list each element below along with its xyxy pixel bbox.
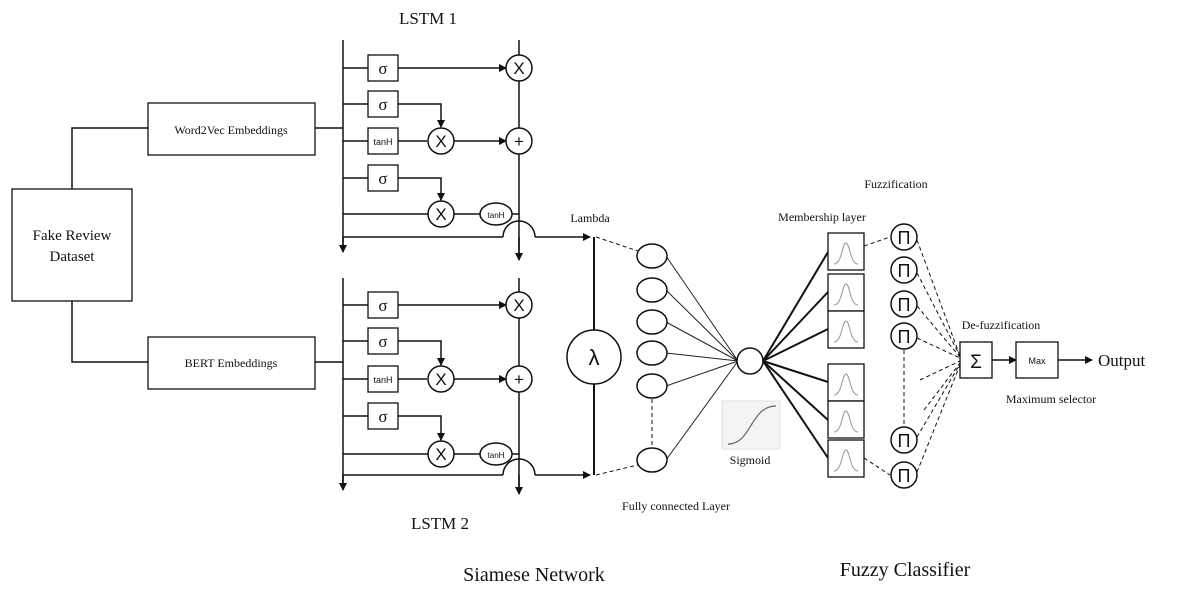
word2vec-block: Word2Vec Embeddings bbox=[147, 102, 316, 156]
svg-text:σ: σ bbox=[378, 59, 387, 78]
dataset-to-bert-line bbox=[71, 301, 148, 363]
lstm1-forget-multiply bbox=[505, 54, 533, 82]
dataset-to-word2vec-line bbox=[71, 127, 148, 189]
membership-function-box bbox=[827, 310, 865, 349]
svg-text:Π: Π bbox=[898, 466, 911, 486]
fully-connected-layer bbox=[636, 243, 764, 473]
siamese-network-title: Siamese Network bbox=[463, 564, 605, 586]
svg-text:tanH: tanH bbox=[488, 451, 505, 460]
svg-text:tanH: tanH bbox=[488, 211, 505, 220]
membership-function-box bbox=[827, 439, 865, 478]
bert-label: BERT Embeddings bbox=[185, 356, 278, 370]
svg-text:Π: Π bbox=[898, 228, 911, 248]
svg-text:X: X bbox=[435, 205, 446, 224]
bell-curve-icon bbox=[833, 283, 859, 306]
svg-text:σ: σ bbox=[378, 407, 387, 426]
fc-neuron bbox=[636, 309, 668, 335]
word2vec-label: Word2Vec Embeddings bbox=[174, 123, 288, 137]
product-node bbox=[890, 223, 918, 251]
svg-text:Π: Π bbox=[898, 431, 911, 451]
product-node bbox=[890, 290, 918, 318]
lstm2-input-gate-sigma bbox=[367, 327, 399, 355]
svg-text:X: X bbox=[435, 132, 446, 151]
dataset-label-line2: Dataset bbox=[50, 249, 96, 265]
lstm1-cell: σ σ tanH σ X X + X tanH bbox=[339, 40, 560, 261]
fc-neuron bbox=[636, 447, 668, 473]
svg-text:+: + bbox=[514, 132, 524, 151]
sigmoid-curve-icon bbox=[727, 405, 777, 445]
output-label: Output bbox=[1098, 351, 1146, 370]
svg-text:σ: σ bbox=[378, 169, 387, 188]
membership-layer bbox=[762, 232, 865, 478]
svg-text:X: X bbox=[513, 296, 524, 315]
svg-text:tanH: tanH bbox=[373, 375, 392, 385]
dataset-block: Fake Review Dataset bbox=[11, 188, 133, 302]
lstm1-output-gate-sigma bbox=[367, 164, 399, 192]
sigmoid-block bbox=[721, 400, 781, 450]
maximum-selector-label: Maximum selector bbox=[1006, 392, 1096, 406]
dataset-label-line1: Fake Review bbox=[33, 228, 112, 244]
bert-block: BERT Embeddings bbox=[147, 336, 316, 390]
svg-text:σ: σ bbox=[378, 332, 387, 351]
lambda-label: Lambda bbox=[570, 211, 610, 225]
fuzzification-label: Fuzzification bbox=[864, 177, 927, 191]
sum-node bbox=[959, 341, 993, 379]
dataset-box bbox=[11, 188, 133, 302]
bert-box bbox=[147, 336, 316, 390]
bell-curve-icon bbox=[833, 373, 859, 396]
svg-text:+: + bbox=[514, 370, 524, 389]
defuzzification-label: De-fuzzification bbox=[962, 318, 1041, 332]
membership-to-rule-links bbox=[863, 236, 891, 476]
product-node bbox=[890, 461, 918, 489]
sigmoid-label: Sigmoid bbox=[730, 453, 771, 467]
bell-curve-icon bbox=[833, 449, 859, 472]
svg-text:X: X bbox=[513, 59, 524, 78]
lstm2-add bbox=[505, 365, 533, 393]
bell-curve-icon bbox=[833, 320, 859, 343]
lstm2-forget-multiply bbox=[505, 291, 533, 319]
lstm2-title: LSTM 2 bbox=[411, 514, 469, 533]
bell-curve-icon bbox=[833, 410, 859, 433]
svg-text:σ: σ bbox=[378, 95, 387, 114]
rule-layer: Π Π Π Π Π Π bbox=[890, 223, 918, 489]
lstm1-title: LSTM 1 bbox=[399, 9, 457, 28]
fc-neuron bbox=[636, 277, 668, 303]
svg-text:X: X bbox=[435, 370, 446, 389]
product-node bbox=[890, 426, 918, 454]
lstm1-add bbox=[505, 127, 533, 155]
fc-output-neuron bbox=[736, 347, 764, 375]
product-node bbox=[890, 256, 918, 284]
lstm2-hop-arc bbox=[502, 458, 536, 476]
svg-text:Π: Π bbox=[898, 327, 911, 347]
fc-neuron bbox=[636, 373, 668, 399]
lstm2-output-gate-sigma bbox=[367, 402, 399, 430]
lstm1-hop-arc bbox=[502, 220, 536, 238]
lambda-symbol: λ bbox=[589, 345, 600, 370]
membership-function-box bbox=[827, 400, 865, 439]
fc-neuron bbox=[636, 243, 668, 269]
membership-layer-label: Membership layer bbox=[778, 210, 866, 224]
lstm2-forget-gate-sigma bbox=[367, 291, 399, 319]
membership-function-box bbox=[827, 273, 865, 312]
word2vec-box bbox=[147, 102, 316, 156]
fully-connected-label: Fully connected Layer bbox=[622, 499, 730, 513]
fuzzy-classifier-title: Fuzzy Classifier bbox=[840, 559, 971, 581]
svg-text:X: X bbox=[435, 445, 446, 464]
membership-function-box bbox=[827, 232, 865, 271]
rule-to-sum-links bbox=[916, 239, 961, 473]
lstm2-cell: σ σ tanH σ X X + X tanH bbox=[339, 278, 560, 495]
membership-function-box bbox=[827, 363, 865, 402]
max-label: Max bbox=[1028, 356, 1046, 366]
svg-text:σ: σ bbox=[378, 296, 387, 315]
bell-curve-icon bbox=[833, 242, 859, 265]
sum-symbol: Σ bbox=[970, 352, 982, 373]
svg-text:Π: Π bbox=[898, 295, 911, 315]
svg-text:tanH: tanH bbox=[373, 137, 392, 147]
svg-text:Π: Π bbox=[898, 261, 911, 281]
lambda-node bbox=[566, 329, 622, 385]
fc-neuron bbox=[636, 340, 668, 366]
product-node bbox=[890, 322, 918, 350]
